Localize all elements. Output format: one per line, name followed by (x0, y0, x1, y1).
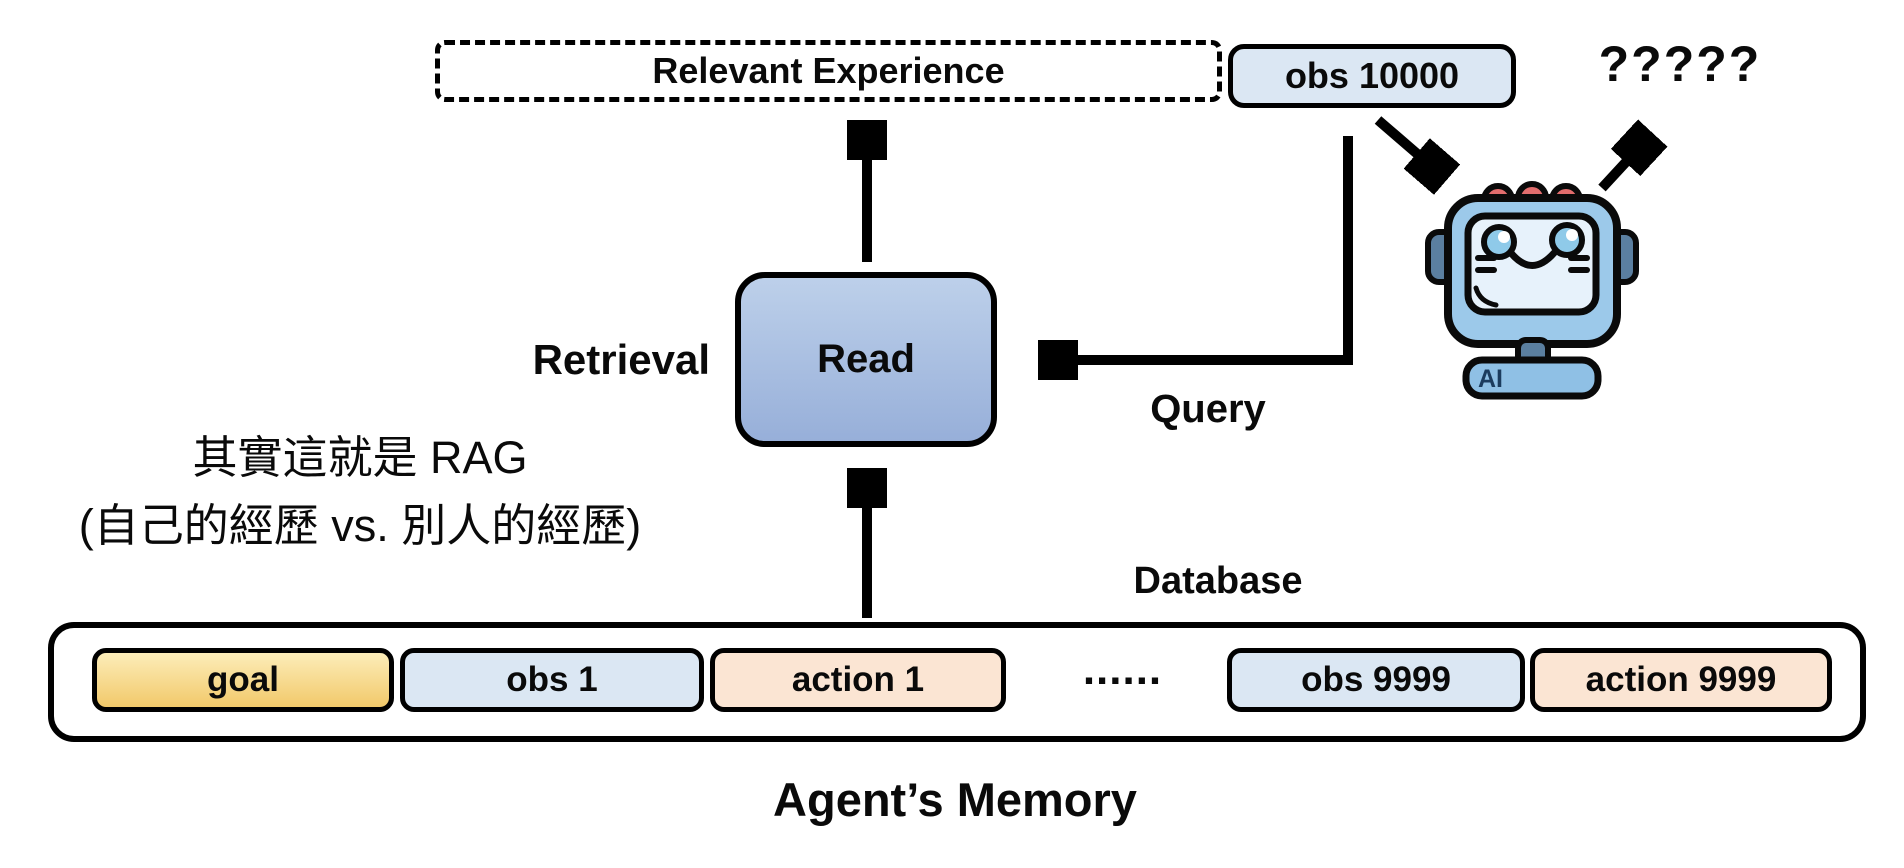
robot-base (1462, 356, 1602, 400)
obs-10000-box: obs 10000 (1228, 44, 1516, 108)
arrow-robot-to-unknown (1598, 136, 1650, 192)
agents-memory-label: Agent’s Memory (773, 772, 1137, 826)
ai-robot-icon: AI (1425, 181, 1639, 400)
retrieval-label: Retrieval (532, 336, 710, 383)
query-label: Query (1150, 386, 1266, 431)
relevant-experience-box: Relevant Experience (435, 40, 1222, 102)
ellipsis-dots: ...... (1082, 645, 1163, 694)
memory-item-action-1: action 1 (710, 648, 1006, 712)
arrow-obs-to-robot (1374, 116, 1444, 177)
robot-eye-left (1481, 224, 1517, 260)
arrow-query-elbow (1042, 136, 1353, 360)
robot-eye-right (1549, 222, 1585, 258)
rag-note-line2: (自己的經歷 vs. 別人的經歷) (78, 499, 642, 551)
robot-badge: AI (1478, 365, 1503, 393)
memory-item-action-9999: action 9999 (1530, 648, 1832, 712)
memory-item-goal: goal (92, 648, 394, 712)
read-box: Read (735, 272, 997, 447)
robot-screen-reflection (1473, 285, 1499, 308)
rag-note-line1: 其實這就是 RAG (192, 432, 528, 483)
robot-cheek-lines (1475, 255, 1590, 273)
memory-item-obs-1: obs 1 (400, 648, 704, 712)
memory-item-obs-9999: obs 9999 (1227, 648, 1525, 712)
robot-smile (1507, 249, 1558, 269)
question-marks-label: ????? (1598, 36, 1762, 92)
rag-note: 其實這就是 RAG (自己的經歷 vs. 別人的經歷) (15, 424, 705, 559)
database-label: Database (1133, 559, 1303, 602)
